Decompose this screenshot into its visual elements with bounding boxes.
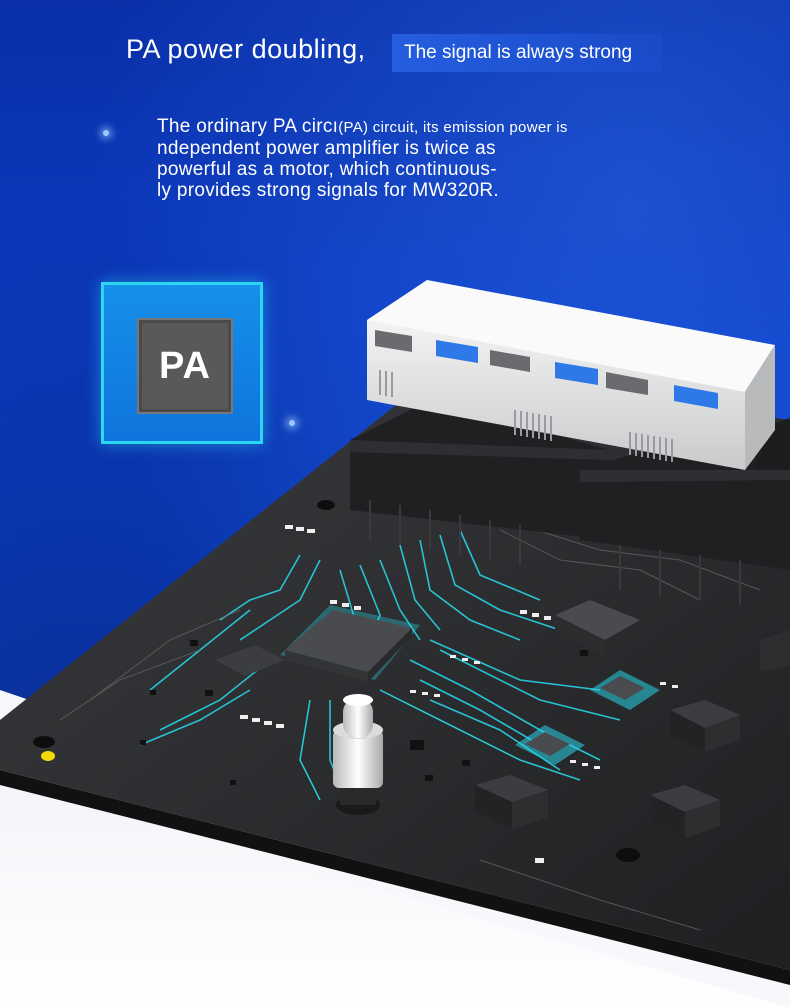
port-vents bbox=[379, 370, 673, 462]
description-line-1: The ordinary PA circı(PA) circuit, its e… bbox=[157, 116, 568, 137]
connector-pins bbox=[369, 500, 741, 605]
headline-tagline: The signal is always strong bbox=[392, 34, 662, 72]
board-traces-gray bbox=[59, 524, 761, 931]
sparkle-dot bbox=[103, 130, 109, 136]
description-line-3: powerful as a motor, which continuous- bbox=[157, 159, 497, 180]
block-component bbox=[670, 700, 740, 728]
mounting-hole bbox=[33, 736, 55, 748]
pa-chip-icon: PA bbox=[137, 318, 233, 414]
block-component bbox=[475, 775, 548, 802]
sparkle-dot bbox=[289, 420, 295, 426]
ethernet-port-housing bbox=[367, 280, 775, 392]
smd-resistors bbox=[240, 525, 678, 863]
ethernet-ports bbox=[375, 330, 718, 409]
block-component bbox=[650, 785, 720, 812]
main-processor-chip bbox=[285, 610, 412, 672]
rotary-knob bbox=[333, 730, 383, 788]
description-text: The ordinary PA circı(PA) circuit, its e… bbox=[157, 116, 627, 201]
ic-chip bbox=[555, 600, 640, 640]
description-line-4: ly provides strong signals for MW320R. bbox=[157, 180, 499, 201]
headline-title: PA power doubling, bbox=[126, 34, 366, 64]
mounting-hole bbox=[317, 500, 335, 510]
pcb-edge bbox=[0, 770, 790, 985]
mounting-hole bbox=[616, 848, 640, 862]
pa-badge: PA bbox=[101, 282, 263, 444]
block-component bbox=[215, 645, 285, 676]
description-line-2: ndependent power amplifier is twice as bbox=[157, 138, 496, 159]
indicator-led bbox=[41, 751, 55, 761]
block-component bbox=[760, 630, 790, 672]
smd-capacitors bbox=[140, 640, 588, 785]
